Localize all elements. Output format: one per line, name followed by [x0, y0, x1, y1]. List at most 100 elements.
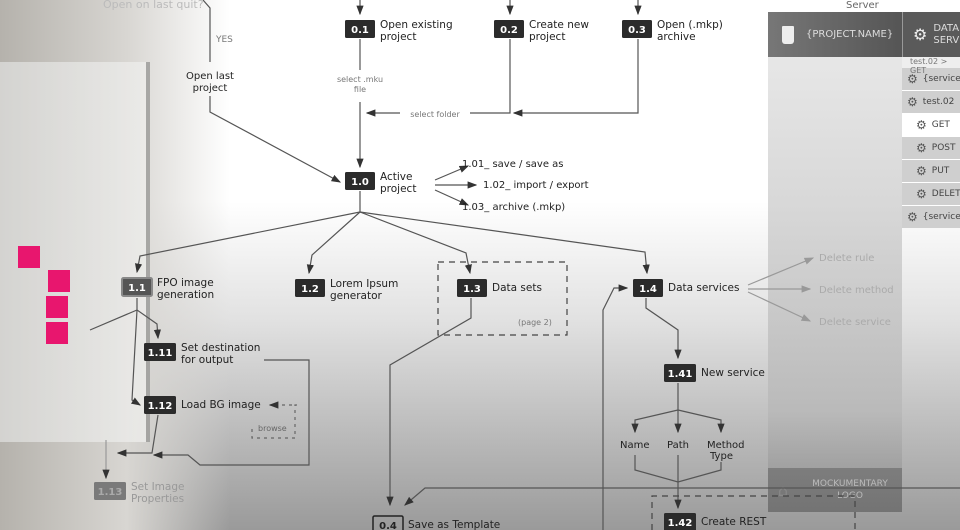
delete-rule[interactable]: Delete rule — [819, 253, 874, 264]
action-archive[interactable]: 1.03_ archive (.mkp) — [462, 202, 565, 213]
service-item[interactable]: ⚙{service.name} — [902, 206, 960, 228]
node-1-3[interactable]: 1.3 Data sets — [457, 279, 542, 297]
node-box — [345, 20, 375, 38]
connectors — [89, 0, 960, 530]
gear-icon: ⚙ — [916, 118, 927, 132]
sticky-note — [46, 296, 68, 318]
gear-icon: ⚙ — [907, 95, 918, 109]
node-1-41[interactable]: 1.41 New service — [664, 364, 765, 382]
node-id: 1.4 — [639, 284, 657, 295]
node-1-42[interactable]: 1.42 Create REST — [664, 513, 767, 530]
gear-icon: ⚙ — [907, 72, 918, 86]
node-label: Data services — [668, 282, 740, 294]
node-id: 1.12 — [148, 401, 173, 412]
node-id: 1.41 — [668, 369, 693, 380]
project-name: {PROJECT.NAME} — [806, 29, 894, 40]
node-box — [121, 277, 153, 297]
node-1-4[interactable]: 1.4 Data services — [633, 279, 740, 297]
service-label: test.02 — [922, 97, 955, 107]
gear-icon: ⚙ — [916, 187, 927, 201]
method-item-delete[interactable]: ⚙ DELETE — [902, 183, 960, 205]
delete-service[interactable]: Delete service — [819, 317, 891, 328]
node-label: New service — [701, 367, 765, 379]
service-label: POST — [931, 143, 956, 153]
node-id: 1.1 — [128, 283, 146, 294]
service-label: {service.name} — [922, 74, 960, 84]
node-id: 0.4 — [379, 521, 397, 530]
gear-icon: ⚙ — [916, 164, 927, 178]
node-box — [664, 364, 696, 382]
project-column — [768, 12, 902, 512]
project-header[interactable]: {PROJECT.NAME} — [768, 12, 902, 57]
method-item-post[interactable]: ⚙ POST — [902, 137, 960, 159]
field-name: Name — [620, 440, 650, 451]
node-id: 1.3 — [463, 284, 481, 295]
home-icon[interactable]: ⌂ — [777, 480, 789, 500]
node-label: Load BG image — [181, 399, 261, 411]
service-label: GET — [931, 120, 950, 130]
node-box — [295, 279, 325, 297]
service-label: DELETE — [931, 189, 960, 199]
node-label: Save as Template — [408, 519, 500, 530]
node-box — [494, 20, 524, 38]
node-id: 0.2 — [500, 25, 518, 36]
node-0-3[interactable]: 0.3 Open (.mkp)archive — [622, 19, 723, 43]
gears-icon: ⚙ — [913, 25, 928, 44]
action-import[interactable]: 1.02_ import / export — [483, 180, 589, 191]
action-labels: 1.01_ save / save as 1.02_ import / expo… — [258, 159, 894, 462]
services-list: test.02 > GET ⚙ {service.name} ⚙ test.02 ⚙… — [902, 57, 960, 229]
node-box — [144, 396, 176, 414]
cup-icon — [782, 25, 794, 44]
delete-method[interactable]: Delete method — [819, 285, 894, 296]
node-box — [457, 279, 487, 297]
breadcrumb: test.02 > GET — [902, 57, 960, 75]
node-1-12[interactable]: 1.12 Load BG image — [144, 396, 261, 414]
field-path: Path — [667, 440, 689, 451]
node-label: Open (.mkp)archive — [657, 19, 723, 43]
node-box — [345, 172, 375, 190]
node-id: 1.0 — [351, 177, 369, 188]
gear-icon: ⚙ — [916, 141, 927, 155]
connector — [202, 0, 211, 62]
logo-text: MOCKUMENTARY — [812, 479, 888, 489]
node-id: 0.3 — [628, 25, 646, 36]
method-item-get[interactable]: ⚙ GET — [902, 114, 960, 136]
service-label: PUT — [931, 166, 950, 176]
node-box — [622, 20, 652, 38]
sticky-note — [18, 246, 40, 268]
page2-note: (page 2) — [518, 318, 552, 327]
node-0-4[interactable]: 0.4 Save as Template — [372, 515, 500, 530]
node-box — [94, 482, 126, 500]
service-item[interactable]: ⚙ {service.name} — [902, 68, 960, 90]
node-id: 1.42 — [668, 518, 693, 529]
method-item-put[interactable]: ⚙ PUT — [902, 160, 960, 182]
service-label: {service.name} — [922, 212, 960, 222]
node-label: Data sets — [492, 282, 542, 294]
node-label: Create REST — [701, 516, 767, 528]
connector — [209, 96, 342, 183]
action-save[interactable]: 1.01_ save / save as — [462, 159, 564, 170]
service-item[interactable]: ⚙ test.02 — [902, 91, 960, 113]
node-box — [633, 279, 663, 297]
node-box — [372, 515, 404, 530]
browse-note[interactable]: browse — [258, 424, 287, 433]
